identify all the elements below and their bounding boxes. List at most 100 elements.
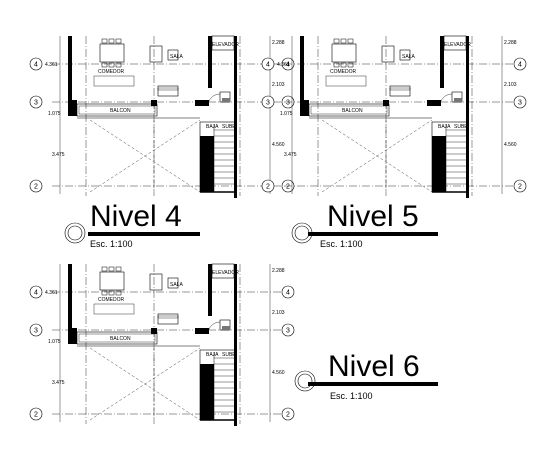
dimension-label: 3.475	[284, 152, 297, 158]
wall-column	[151, 328, 157, 334]
dimension-label: 3.475	[52, 380, 65, 386]
wall-column	[195, 100, 209, 106]
axis-label: 4	[34, 290, 38, 297]
stair-label-sube: SUBE	[222, 352, 236, 358]
void-cross	[89, 347, 201, 421]
dimension-label: 1.075	[48, 339, 61, 345]
dimension-label: 3.475	[52, 152, 65, 158]
axis-label: 4	[286, 290, 290, 297]
axis-bubble	[261, 179, 275, 193]
room-label-comedor: COMEDOR	[98, 69, 125, 75]
wall	[234, 36, 237, 198]
door-swing	[207, 93, 221, 107]
room-label-balcon: BALCON	[110, 336, 131, 342]
axis-label: 4	[518, 62, 522, 69]
axis-label: 2	[34, 184, 38, 191]
axis-label: 3	[266, 100, 270, 107]
chair	[115, 38, 122, 44]
sofa	[157, 85, 179, 97]
armchair	[149, 273, 163, 291]
coffee-table	[167, 277, 179, 289]
dimension-label: 4.361	[277, 62, 290, 68]
void-cross	[89, 119, 201, 193]
title-block-nivel-4: Nivel 4 Esc. 1:100	[64, 200, 200, 249]
dining-table	[99, 271, 125, 291]
dimension-label: 2.103	[504, 82, 517, 88]
dining-table	[331, 43, 357, 63]
plan-scale: Esc. 1:100	[90, 239, 133, 249]
coffee-table	[399, 49, 411, 61]
title-underline	[308, 382, 438, 386]
dimension-label: 4.560	[272, 370, 285, 376]
wall-column	[383, 100, 389, 106]
dimension-label: 2.288	[272, 268, 285, 274]
balcony-rail	[78, 333, 156, 343]
axis-label: 2	[34, 412, 38, 419]
wall	[208, 36, 212, 88]
title-bubble	[64, 222, 86, 244]
elevator-shaft	[211, 263, 235, 279]
sideboard	[93, 75, 135, 87]
sofa-back	[157, 315, 179, 319]
sofa-back	[389, 87, 411, 91]
sofa	[157, 313, 179, 325]
dimension-label: 4.361	[45, 290, 58, 296]
dimension-label: 2.288	[272, 40, 285, 46]
dimension-label: 4.560	[272, 142, 285, 148]
axis-bubble	[29, 179, 43, 193]
axis-bubble	[513, 95, 527, 109]
axis-label: 2	[286, 184, 290, 191]
sofa	[389, 85, 411, 97]
sofa-back	[157, 87, 179, 91]
plan-scale: Esc. 1:100	[330, 391, 373, 401]
plan-title: Nivel 5	[327, 200, 419, 233]
axis-bubble	[29, 57, 43, 71]
title-bubble-inner	[67, 225, 83, 241]
room-label-sala: SALA	[170, 282, 183, 288]
wall	[68, 264, 72, 344]
armchair	[381, 45, 395, 63]
title-underline	[88, 232, 200, 236]
axis-bubble	[29, 285, 43, 299]
dimension-label: 2.103	[272, 82, 285, 88]
balcony-rail	[78, 105, 156, 115]
room-label-comedor: COMEDOR	[330, 69, 357, 75]
chair	[347, 62, 354, 68]
balcony	[76, 331, 158, 345]
chair	[340, 62, 347, 68]
room-label-sala: SALA	[402, 54, 415, 60]
elevator-car-fill	[222, 326, 230, 330]
chair	[115, 290, 122, 296]
wall	[466, 36, 469, 198]
room-label-elevador: ELEVADOR	[212, 270, 239, 276]
wall-column	[71, 100, 77, 116]
balcony	[76, 103, 158, 117]
chair	[347, 38, 354, 44]
axis-label: 3	[286, 328, 290, 335]
stair-label-baja: BAJA	[438, 124, 451, 130]
wall-column	[427, 100, 441, 106]
chair	[115, 62, 122, 68]
room-label-balcon: BALCON	[342, 108, 363, 114]
balcony	[308, 103, 390, 117]
plan-title: Nivel 4	[90, 200, 182, 233]
chair	[101, 266, 108, 272]
dimension-label: 4.361	[45, 62, 58, 68]
balcony-rail	[310, 105, 388, 115]
wall	[234, 264, 237, 426]
title-bubble-inner	[297, 373, 313, 389]
wall-column	[71, 328, 77, 344]
dimension-label: 2.288	[504, 40, 517, 46]
chair	[108, 62, 115, 68]
chair	[115, 266, 122, 272]
wall	[208, 264, 212, 316]
axis-bubble	[29, 323, 43, 337]
elevator-shaft	[211, 35, 235, 51]
stair-label-baja: BAJA	[206, 124, 219, 130]
stair-wall	[200, 364, 214, 420]
stair-label-baja: BAJA	[206, 352, 219, 358]
sideboard	[93, 303, 135, 315]
title-bubble	[294, 370, 316, 392]
